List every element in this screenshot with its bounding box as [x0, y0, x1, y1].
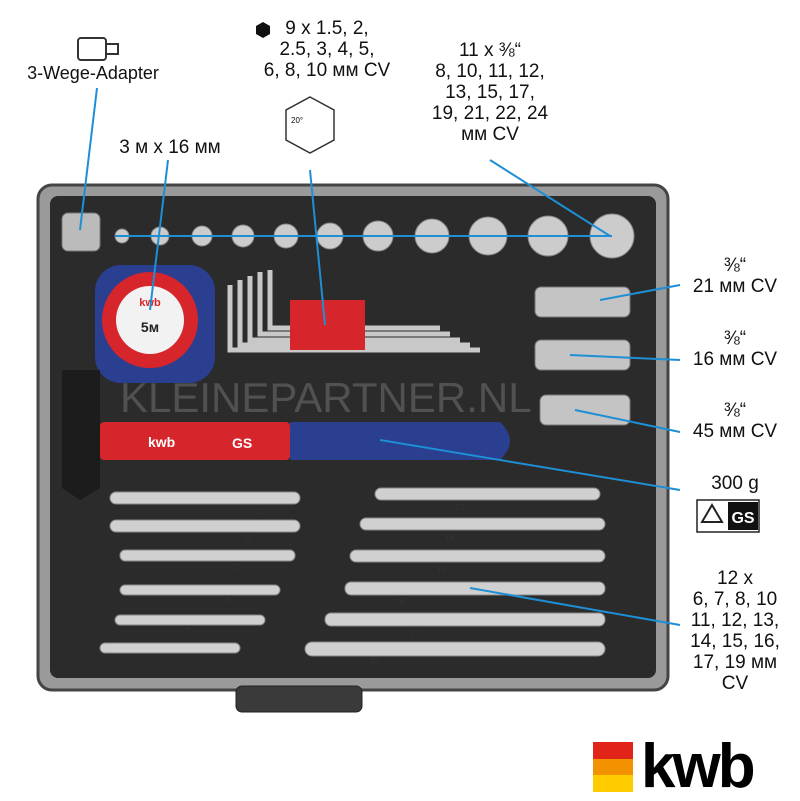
wrench-size: 13 — [455, 503, 464, 512]
wrench-size: 14 — [445, 533, 454, 542]
wrench-size: 8 — [225, 596, 230, 605]
socket-universal-joint — [539, 394, 631, 426]
svg-text:20°: 20° — [291, 116, 303, 125]
label-socket-45: ⅜“ 45 мм CV — [692, 400, 778, 442]
wrench-size: 7 — [185, 627, 190, 636]
logo-color-bars — [593, 742, 633, 793]
wrench-size: 17 — [410, 629, 419, 638]
label-hex-keys: 9 x 1.5, 2, 2.5, 3, 4, 5, 6, 8, 10 мм CV — [263, 18, 391, 81]
wrench-size: 16 — [395, 597, 404, 606]
socket-21mm — [534, 286, 631, 318]
label-tape-measure: 3 м x 16 мм — [119, 137, 221, 158]
kwb-logo: kwb — [593, 732, 756, 801]
wrench-size: 12 — [255, 507, 264, 516]
gs-certification-icon: GS — [696, 499, 760, 533]
label-adapter: 3-Wege-Adapter — [27, 63, 159, 83]
case-handle — [235, 685, 363, 713]
adapter — [61, 212, 101, 252]
adapter-icon — [77, 37, 107, 61]
svg-text:kwb: kwb — [148, 434, 175, 450]
wrench-size: 15 — [437, 565, 446, 574]
label-socket-16: ⅜“ 16 мм CV — [692, 328, 778, 370]
label-socket-21: ⅜“ 21 мм CV — [692, 255, 778, 297]
logo-text: kwb — [641, 732, 756, 801]
hammer: kwb GS — [62, 370, 510, 500]
wrench-size: 11 — [243, 534, 252, 543]
watermark: KLEINEPARTNER.NL — [120, 374, 532, 421]
leader-lines — [79, 87, 681, 626]
label-sockets: 11 x ⅜“ 8, 10, 11, 12, 13, 15, 17, 19, 2… — [431, 40, 549, 145]
hex-key-set — [227, 270, 480, 353]
svg-text:GS: GS — [232, 435, 252, 451]
label-hammer-weight: 300 g — [711, 473, 759, 494]
tape-measure: kwb 5м — [95, 265, 215, 383]
label-wrenches: 12 x 6, 7, 8, 10 11, 12, 13, 14, 15, 16,… — [690, 568, 780, 694]
hex-icon — [256, 22, 270, 38]
wrench-size: 19 — [370, 656, 379, 665]
wrench-size: 10 — [233, 563, 242, 572]
svg-text:GS: GS — [731, 510, 754, 527]
svg-text:5м: 5м — [141, 319, 159, 335]
swivel-angle-icon — [285, 96, 335, 154]
